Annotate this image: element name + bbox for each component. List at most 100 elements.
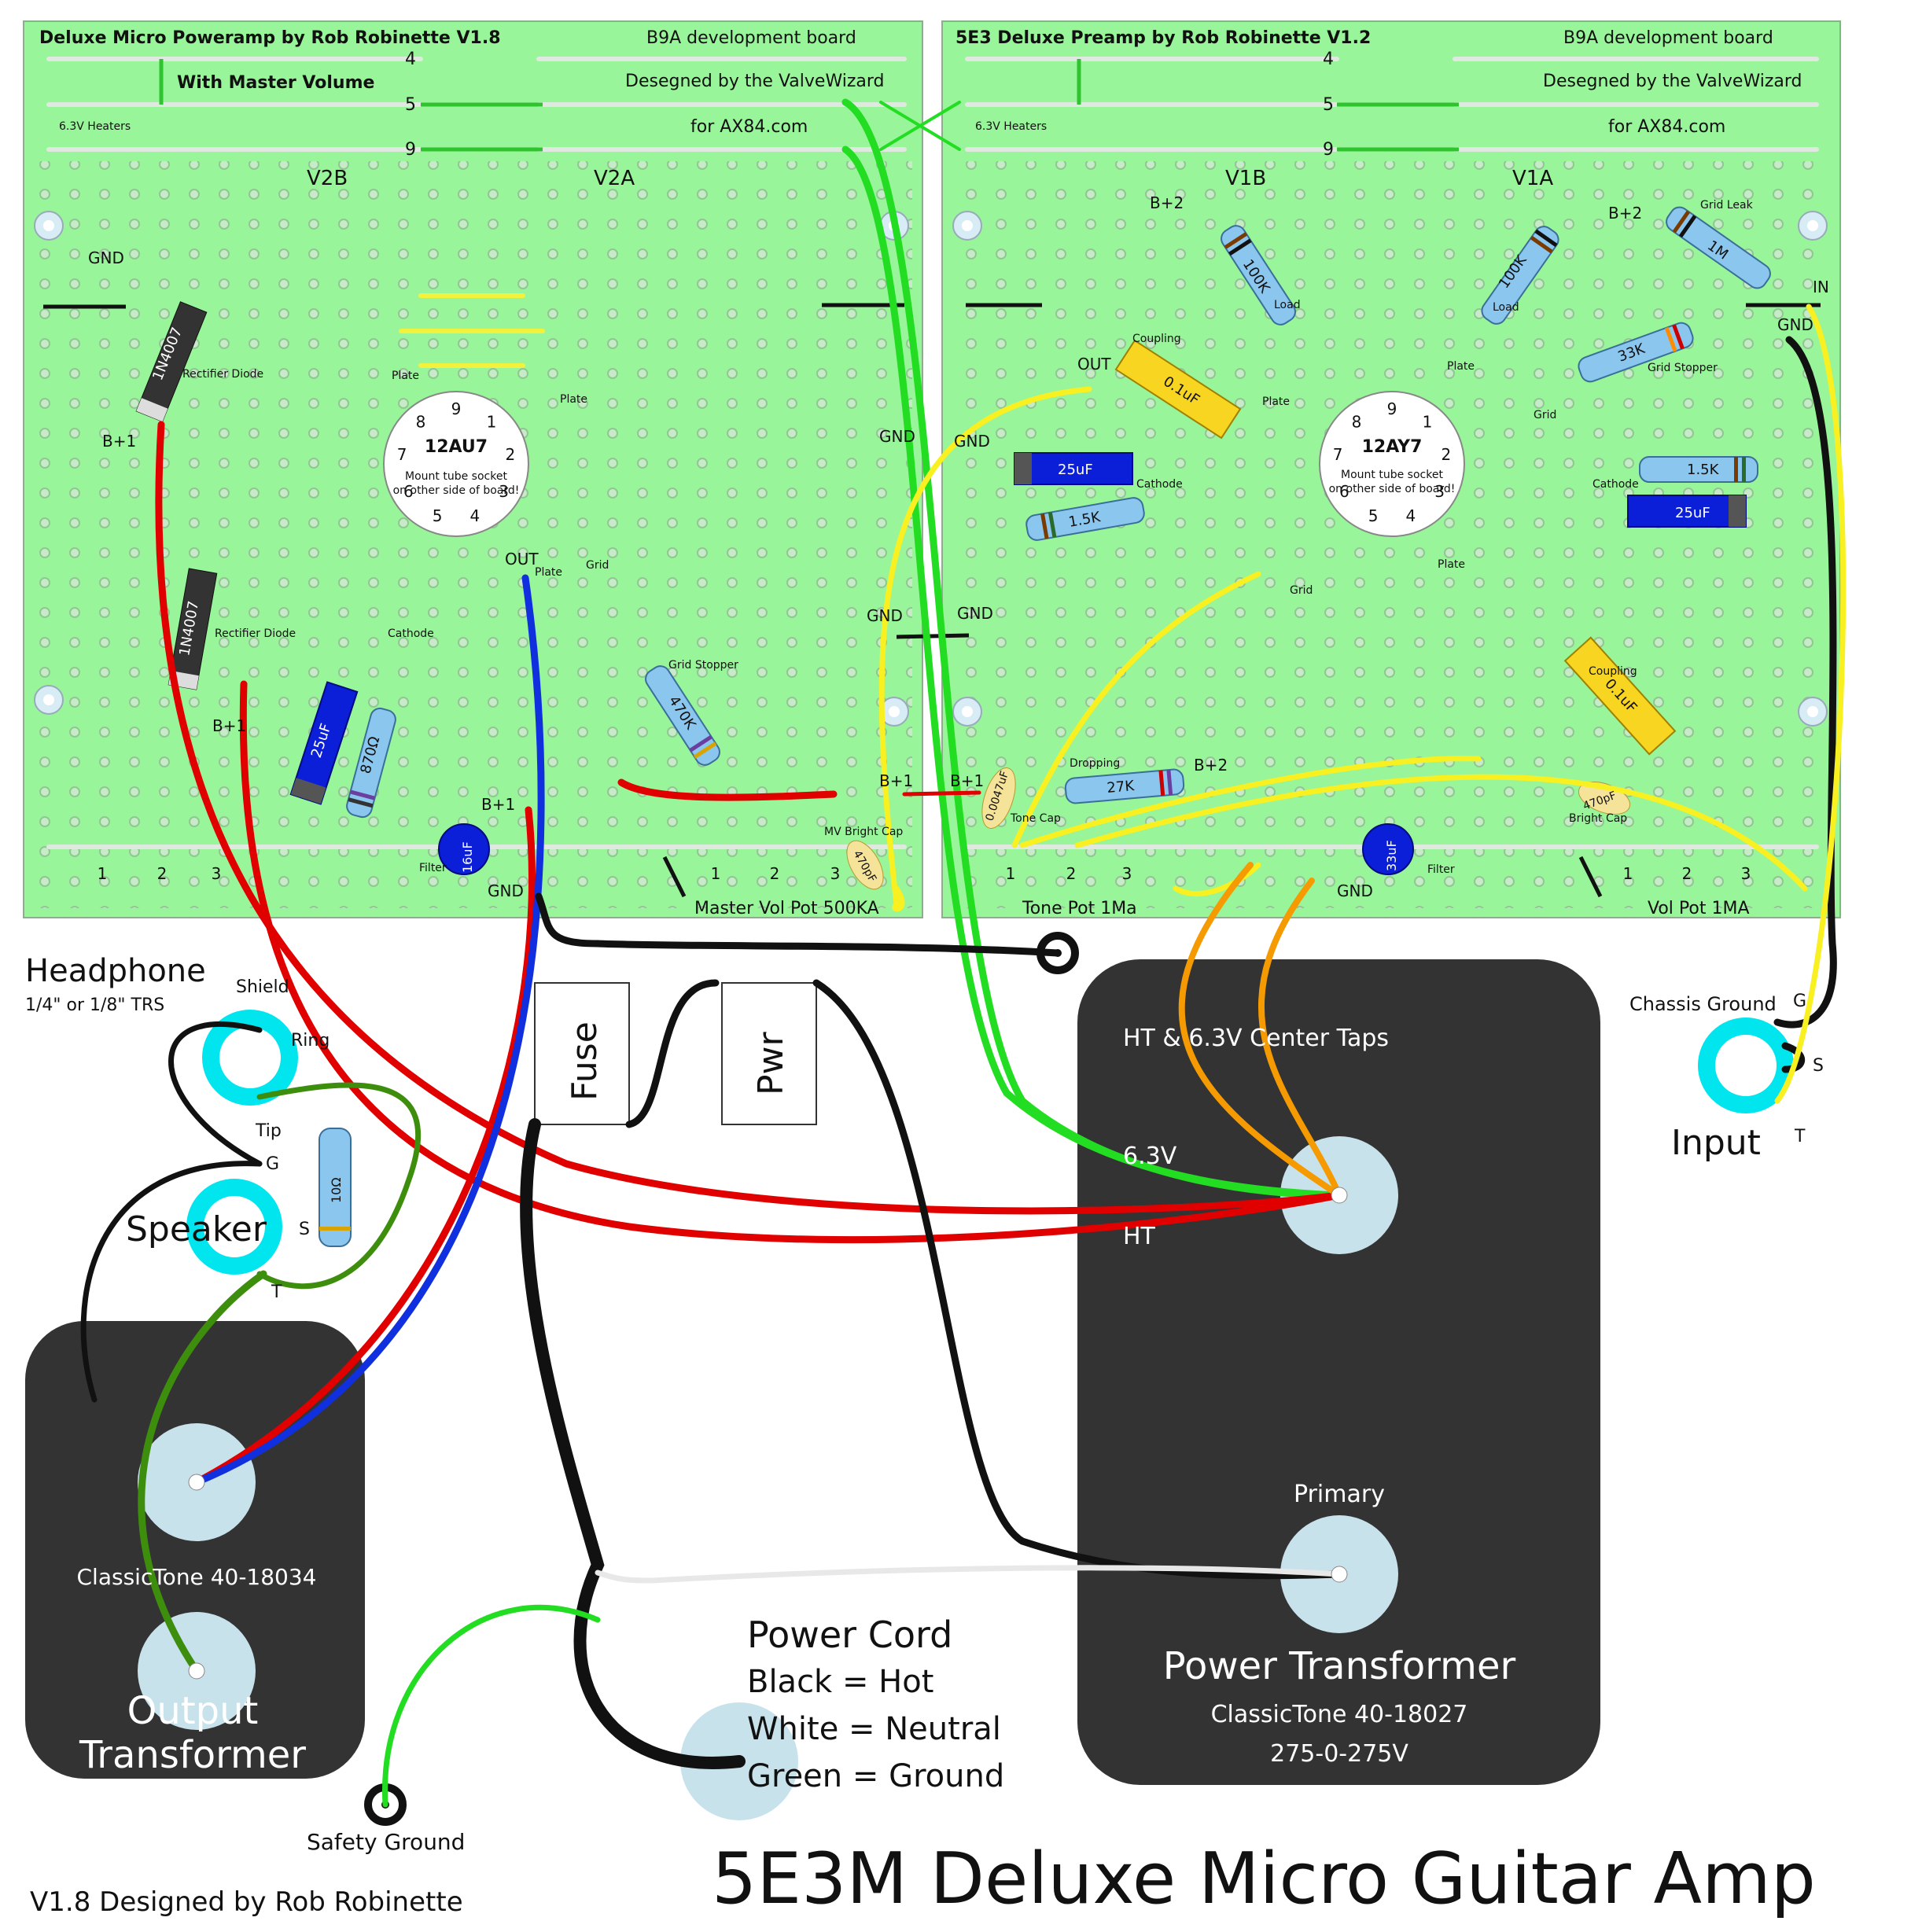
power-tx-6v3: 6.3V xyxy=(1123,1143,1177,1170)
coupling-label-v1a: Coupling xyxy=(1589,665,1637,678)
load-label-a: Load xyxy=(1274,299,1301,311)
tone-pot: Tone Pot 1Ma xyxy=(1022,899,1137,918)
power-transformer-body xyxy=(1077,959,1600,1785)
r-1k5-a-label: 1.5K xyxy=(1687,462,1720,478)
headphone-shield: Shield xyxy=(236,977,289,997)
output-tx-name-1: Output xyxy=(127,1689,259,1733)
pot-terminal-1: 1 xyxy=(1006,864,1016,883)
output-tx-name-2: Transformer xyxy=(79,1733,306,1777)
b2-label-a: B+2 xyxy=(1150,193,1184,212)
b1-label-a: B+1 xyxy=(102,432,136,451)
cathode-label-v1b: Cathode xyxy=(1136,478,1183,491)
pot-terminal-3: 3 xyxy=(212,864,222,883)
power-tx-ht: HT xyxy=(1123,1223,1156,1250)
pot-terminal-1: 1 xyxy=(98,864,108,883)
coupling-label: Coupling xyxy=(1132,333,1181,345)
tube-pin-9-pre: 9 xyxy=(1387,399,1397,418)
tube-note-power-2: on other side of board! xyxy=(393,484,520,497)
tube-pin-3-power: 3 xyxy=(499,482,509,501)
coupling-cap-v1b xyxy=(1114,339,1242,440)
speaker-s: S xyxy=(299,1220,310,1239)
vol-pot: Vol Pot 1MA xyxy=(1648,899,1750,918)
speaker-t: T xyxy=(271,1282,282,1302)
poweramp-heaters: 6.3V Heaters xyxy=(59,120,131,133)
b1-label-d: B+1 xyxy=(879,771,913,790)
tube-pin-2-pre: 2 xyxy=(1442,445,1452,464)
tube-label-v1b: V1B xyxy=(1225,167,1266,190)
pot-terminal-2: 2 xyxy=(1682,864,1692,883)
tube-pin-8-pre: 8 xyxy=(1352,412,1362,431)
rail-9-power: 9 xyxy=(405,140,416,160)
rectifier-label-a: Rectifier Diode xyxy=(182,368,263,381)
pot-terminal-1: 1 xyxy=(1623,864,1633,883)
tube-label-v2a: V2A xyxy=(594,167,635,190)
rectifier-label-b: Rectifier Diode xyxy=(215,627,296,640)
bright-cap-label: Bright Cap xyxy=(1569,812,1627,825)
speaker-label: Speaker xyxy=(126,1209,267,1249)
plate-label-f: Plate xyxy=(535,566,562,579)
headphone-jack xyxy=(202,1010,298,1106)
power-cord-title: Power Cord xyxy=(747,1614,952,1656)
mv-bright-label: MV Bright Cap xyxy=(824,826,903,838)
pot-terminal-2: 2 xyxy=(157,864,168,883)
speaker-wire xyxy=(256,1082,422,1290)
tone-cap xyxy=(981,767,1016,829)
signal-wire-input xyxy=(1774,304,1847,1104)
chassis-ground-label: Chassis Ground xyxy=(1629,993,1777,1015)
preamp-heaters: 6.3V Heaters xyxy=(975,120,1047,133)
grid-label-a: Grid xyxy=(586,559,609,572)
tube-pin-6-power: 6 xyxy=(403,482,414,501)
power-cord-neutral: White = Neutral xyxy=(747,1711,1001,1747)
b2-label-b: B+2 xyxy=(1608,204,1642,223)
tube-label-v2b: V2B xyxy=(307,167,348,190)
poweramp-devboard: B9A development board xyxy=(646,28,856,48)
poweramp-subtitle: With Master Volume xyxy=(177,73,374,93)
gnd-label-pre-in: GND xyxy=(1777,315,1813,334)
cap-25uf-v1b-label: 25uF xyxy=(1058,462,1093,478)
safety-ground-wire xyxy=(382,1604,601,1808)
input-label: Input xyxy=(1671,1123,1761,1163)
grid-label-c: Grid xyxy=(1534,409,1556,421)
resistor-470k xyxy=(645,665,720,766)
rail-4-pre: 4 xyxy=(1323,50,1334,69)
power-tx-model: ClassicTone 40-18027 xyxy=(1211,1701,1468,1728)
tube-type-12ay7: 12AY7 xyxy=(1362,437,1423,457)
filter-label-pre: Filter xyxy=(1427,863,1455,876)
safety-ground-label: Safety Ground xyxy=(307,1829,465,1855)
capacitor-25uf-v1a xyxy=(1627,495,1747,528)
master-vol-pot: Master Vol Pot 500KA xyxy=(694,899,879,918)
preamp-for: for AX84.com xyxy=(1608,117,1725,137)
output-tx-model: ClassicTone 40-18034 xyxy=(77,1564,317,1590)
plate-label-a: Plate xyxy=(392,370,419,382)
headphone-tip: Tip xyxy=(255,1121,282,1141)
poweramp-tube-socket xyxy=(383,391,529,537)
speaker-jack xyxy=(186,1179,282,1275)
r-27k-label: 27K xyxy=(1106,778,1136,797)
cap-33uf-label: 33uF xyxy=(1384,840,1399,871)
poweramp-title: Deluxe Micro Poweramp by Rob Robinette V… xyxy=(39,28,501,48)
input-g: G xyxy=(1793,992,1806,1011)
mv-bright-cap xyxy=(846,840,884,890)
tube-pin-7-power: 7 xyxy=(397,445,407,464)
rail-5-pre: 5 xyxy=(1323,95,1334,115)
grid-leak-label: Grid Leak xyxy=(1700,199,1754,212)
poweramp-for: for AX84.com xyxy=(690,117,808,137)
pot-terminal-3: 3 xyxy=(1122,864,1132,883)
gnd-label-pre-d: GND xyxy=(957,604,993,623)
gnd-label-pre-b: GND xyxy=(954,432,990,451)
resistor-27k xyxy=(1064,768,1185,804)
tube-note-pre-1: Mount tube socket xyxy=(1341,469,1443,481)
b1-wire-output xyxy=(193,806,536,1486)
gnd-label-pre-a: GND xyxy=(879,427,915,446)
center-tap-wire-a xyxy=(1178,862,1342,1198)
ground-wire-board xyxy=(535,892,1062,957)
cap-16uf-label: 16uF xyxy=(460,841,475,873)
out-label-pre: OUT xyxy=(1077,355,1111,374)
cap-25uf-v1a-label: 25uF xyxy=(1675,505,1710,521)
pot-terminal-2: 2 xyxy=(770,864,780,883)
in-label-pre: IN xyxy=(1813,278,1829,296)
plate-label-e: Plate xyxy=(1438,558,1465,571)
input-s: S xyxy=(1813,1056,1824,1076)
